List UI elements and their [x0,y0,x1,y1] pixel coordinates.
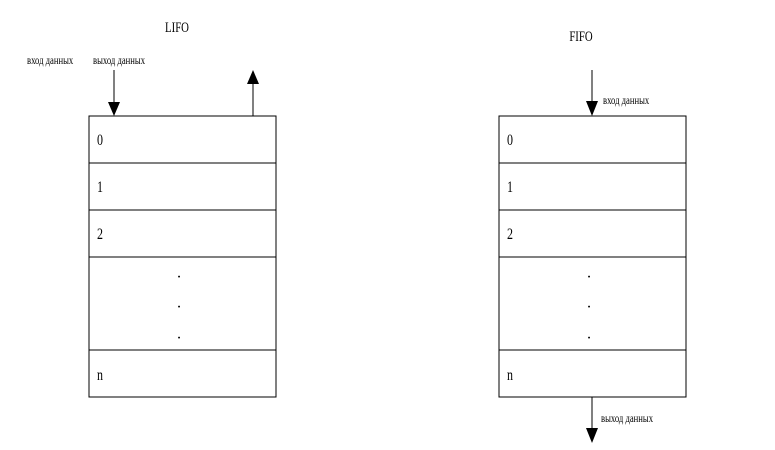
lifo-ellipsis-dot: · [176,330,181,347]
lifo-ellipsis-dot: · [176,299,181,316]
fifo-input-label: вход данных [603,95,650,108]
fifo-diagram: FIFO вход данных 0 1 2 · · · n выход д [498,27,687,443]
fifo-cell-label: 1 [507,178,513,196]
arrow-down-icon [586,397,598,443]
lifo-cell-label: n [97,366,103,384]
fifo-queue: 0 1 2 · · · n [498,115,687,398]
lifo-ellipsis-dot: · [176,269,181,286]
lifo-cell-label: 0 [97,131,103,149]
lifo-stack: 0 1 2 · · · n [88,115,277,398]
fifo-cell-label: n [507,366,513,384]
lifo-cell-label: 1 [97,178,103,196]
fifo-ellipsis-dot: · [586,269,591,286]
lifo-title: LIFO [165,18,189,35]
lifo-input-label: вход данных [27,55,74,68]
fifo-ellipsis-dot: · [586,299,591,316]
fifo-cell-label: 0 [507,131,513,149]
arrow-down-icon [586,70,598,116]
arrow-up-icon [247,70,259,116]
fifo-output-label: выход данных [601,413,654,426]
fifo-title: FIFO [569,27,592,44]
lifo-output-label: выход данных [93,55,146,68]
fifo-cell-label: 2 [507,225,513,243]
fifo-ellipsis-dot: · [586,330,591,347]
lifo-diagram: LIFO вход данных выход данных 0 1 2 · · … [27,18,277,398]
lifo-cell-label: 2 [97,225,103,243]
arrow-down-icon [108,70,120,116]
